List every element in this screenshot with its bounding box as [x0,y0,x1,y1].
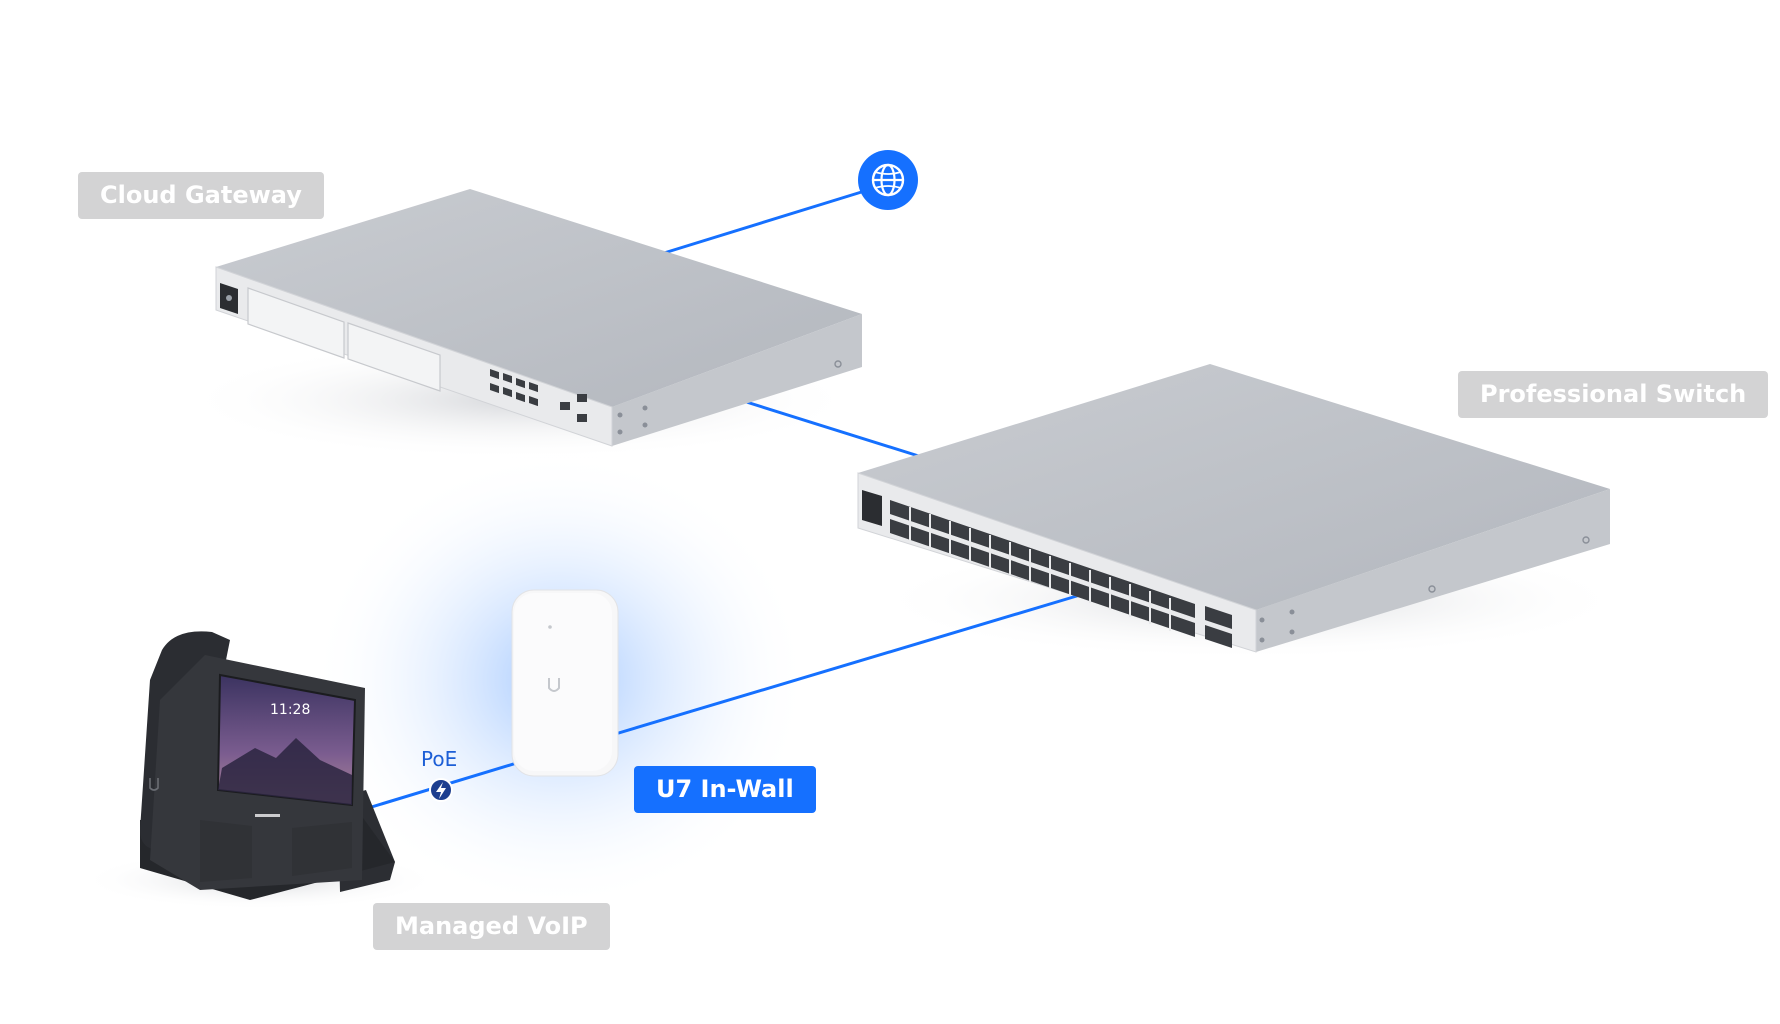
label-cloud-gateway: Cloud Gateway [78,172,324,219]
u7-inwall-device [511,589,619,777]
globe-icon [858,150,918,210]
professional-switch-device [857,364,1610,653]
label-professional-switch: Professional Switch [1458,371,1769,418]
link-gateway-switch [739,398,926,460]
lightning-icon [429,778,453,802]
label-u7-inwall: U7 In-Wall [634,766,816,813]
voip-phone-device: 11:28 [140,631,395,900]
poe-label: PoE [421,747,458,771]
phone-clock: 11:28 [270,702,310,718]
cloud-gateway-device [215,189,862,447]
link-internet-gateway [663,188,869,255]
label-managed-voip: Managed VoIP [373,903,610,950]
link-switch-ap [611,593,1081,737]
